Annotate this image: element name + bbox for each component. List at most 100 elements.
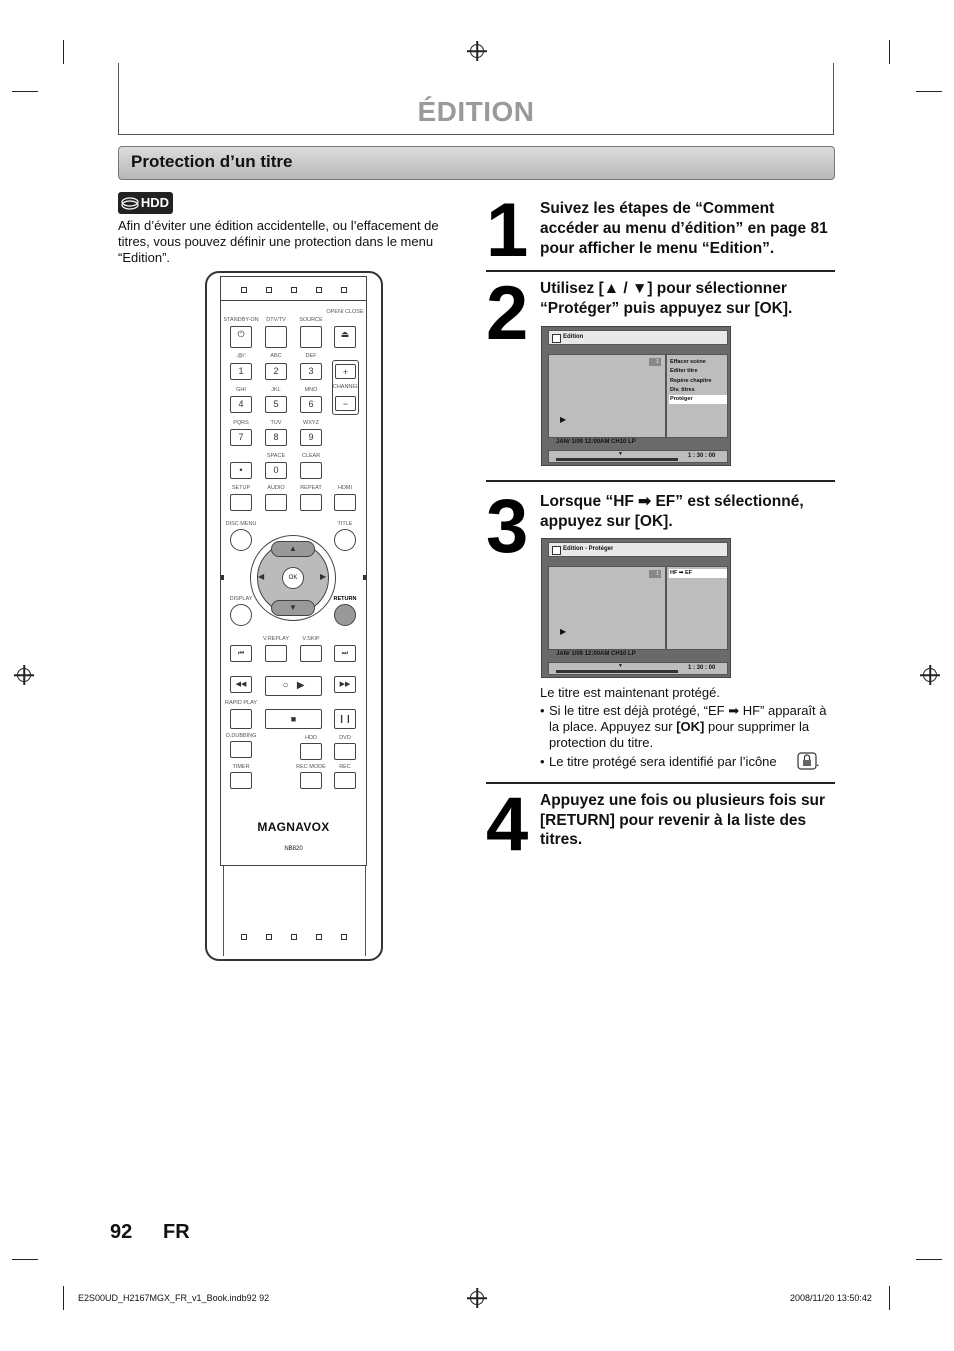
label-rapidplay: RAPID PLAY bbox=[225, 700, 257, 706]
dot-button[interactable]: • bbox=[230, 462, 252, 479]
menu-item-selected[interactable]: Protéger bbox=[669, 395, 727, 405]
time-readout: 1 : 30 : 00 bbox=[688, 665, 716, 671]
digit-3-button[interactable]: 3 bbox=[300, 363, 322, 380]
display-button[interactable] bbox=[230, 604, 252, 626]
step-divider bbox=[486, 480, 835, 482]
channel-down-button[interactable]: − bbox=[335, 396, 356, 411]
digit-7-button[interactable]: 7 bbox=[230, 429, 252, 446]
label-channel: CHANNEL bbox=[332, 384, 360, 390]
rewind-button[interactable]: ◀◀ bbox=[230, 676, 252, 693]
label-dvd: DVD bbox=[339, 735, 351, 741]
channel-up-button[interactable]: + bbox=[335, 364, 356, 379]
indicator-square-icon bbox=[241, 287, 247, 293]
remote-divider bbox=[220, 300, 367, 301]
fast-forward-button[interactable]: ▶▶ bbox=[334, 676, 356, 693]
timer-button[interactable] bbox=[230, 772, 252, 789]
up-arrow-button[interactable]: ▲ bbox=[271, 541, 315, 557]
time-readout: 1 : 30 : 00 bbox=[688, 453, 716, 459]
note-bullet-line: protection du titre. bbox=[549, 735, 654, 750]
crop-mark bbox=[12, 91, 38, 92]
rec-button[interactable] bbox=[334, 772, 356, 789]
setup-button[interactable] bbox=[230, 494, 252, 511]
audio-button[interactable] bbox=[265, 494, 287, 511]
label-ghi: GHI bbox=[236, 387, 246, 393]
clear-button[interactable] bbox=[300, 462, 322, 479]
standby-button[interactable]: ⏻ bbox=[230, 326, 252, 348]
v-replay-button[interactable] bbox=[265, 645, 287, 662]
digit-4-button[interactable]: 4 bbox=[230, 396, 252, 413]
o-dubbing-button[interactable] bbox=[230, 741, 252, 758]
label-mno: MNO bbox=[304, 387, 318, 393]
hdd-button[interactable] bbox=[300, 743, 322, 760]
bullet-dot: • bbox=[540, 703, 545, 718]
menu-item[interactable]: Repère chapitre bbox=[670, 377, 712, 384]
open-close-button[interactable]: ⏏ bbox=[334, 326, 356, 348]
note-text: la place. Appuyez sur bbox=[549, 719, 677, 734]
label-openclose: OPEN/ CLOSE bbox=[326, 309, 364, 315]
label-hdd: HDD bbox=[305, 735, 317, 741]
dvd-button[interactable] bbox=[334, 743, 356, 760]
digit-8-button[interactable]: 8 bbox=[265, 429, 287, 446]
label-odubbing: O.DUBBING bbox=[225, 733, 257, 739]
note-bullet-line: Le titre protégé sera identifié par l’ic… bbox=[549, 754, 777, 769]
right-arrow-button[interactable]: ▶ bbox=[320, 572, 327, 581]
crop-mark bbox=[12, 1259, 38, 1260]
skip-forward-button[interactable]: ⏭ bbox=[334, 645, 356, 662]
title-button[interactable] bbox=[334, 529, 356, 551]
left-arrow-button[interactable]: ◀ bbox=[258, 572, 265, 581]
note-line: Le titre est maintenant protégé. bbox=[540, 685, 720, 700]
step-divider bbox=[486, 270, 835, 272]
recording-info: JAN/ 1/09 12:00AM CH10 LP bbox=[556, 439, 636, 445]
v-skip-button[interactable] bbox=[300, 645, 322, 662]
digit-1-button[interactable]: 1 bbox=[230, 363, 252, 380]
menu-item[interactable]: Div. titres bbox=[670, 386, 695, 393]
protect-option-selected[interactable]: HF ➡ EF bbox=[669, 569, 727, 579]
indicator-square-icon bbox=[341, 934, 347, 940]
step-number: 4 bbox=[486, 782, 529, 867]
ok-button[interactable]: OK bbox=[282, 567, 304, 589]
label-vreplay: V.REPLAY bbox=[263, 636, 289, 642]
menu-item[interactable]: Effacer scène bbox=[670, 359, 706, 365]
file-name: E2S00UD_H2167MGX_FR_v1_Book.indb92 92 bbox=[78, 1293, 270, 1303]
note-key: [OK] bbox=[676, 719, 705, 734]
label-audio: AUDIO bbox=[267, 485, 285, 491]
digit-9-button[interactable]: 9 bbox=[300, 429, 322, 446]
label-space: SPACE bbox=[266, 453, 286, 459]
label-discmenu: DISC MENU bbox=[225, 521, 257, 527]
crop-mark bbox=[916, 91, 942, 92]
pause-button[interactable]: ❙❙ bbox=[334, 709, 356, 729]
indicator-square-icon bbox=[266, 287, 272, 293]
step-number: 3 bbox=[486, 484, 529, 569]
down-arrow-button[interactable]: ▼ bbox=[271, 600, 315, 616]
registration-mark-icon bbox=[470, 1291, 484, 1305]
title-index: 1 bbox=[649, 570, 661, 578]
label-jkl: JKL bbox=[271, 387, 281, 393]
step-text-line: “Protéger” puis appuyez sur [OK]. bbox=[540, 300, 793, 317]
screen-title: Edition bbox=[548, 330, 728, 345]
step-text-line: appuyez sur [OK]. bbox=[540, 513, 673, 530]
rapid-play-button[interactable] bbox=[230, 709, 252, 729]
repeat-button[interactable] bbox=[300, 494, 322, 511]
play-button[interactable]: ○ ▶ bbox=[265, 676, 322, 696]
note-bullet-line: Si le titre est déjà protégé, “EF ➡ HF” … bbox=[549, 703, 827, 718]
rec-mode-button[interactable] bbox=[300, 772, 322, 789]
remote-battery-cover bbox=[223, 866, 366, 956]
dtvtv-button[interactable] bbox=[265, 326, 287, 348]
skip-back-button[interactable]: ⏮ bbox=[230, 645, 252, 662]
source-button[interactable] bbox=[300, 326, 322, 348]
progress-track bbox=[556, 670, 678, 673]
crop-mark bbox=[889, 1286, 890, 1310]
hdmi-button[interactable] bbox=[334, 494, 356, 511]
disc-menu-button[interactable] bbox=[230, 529, 252, 551]
menu-item[interactable]: Editer titre bbox=[670, 368, 698, 375]
digit-6-button[interactable]: 6 bbox=[300, 396, 322, 413]
digit-5-button[interactable]: 5 bbox=[265, 396, 287, 413]
stop-button[interactable]: ■ bbox=[265, 709, 322, 729]
indicator-square-icon bbox=[316, 287, 322, 293]
digit-2-button[interactable]: 2 bbox=[265, 363, 287, 380]
return-button[interactable] bbox=[334, 604, 356, 626]
digit-0-button[interactable]: 0 bbox=[265, 462, 287, 479]
label-display: DISPLAY bbox=[229, 596, 253, 602]
label-clear: CLEAR bbox=[301, 453, 321, 459]
label-tuv: TUV bbox=[270, 420, 282, 426]
